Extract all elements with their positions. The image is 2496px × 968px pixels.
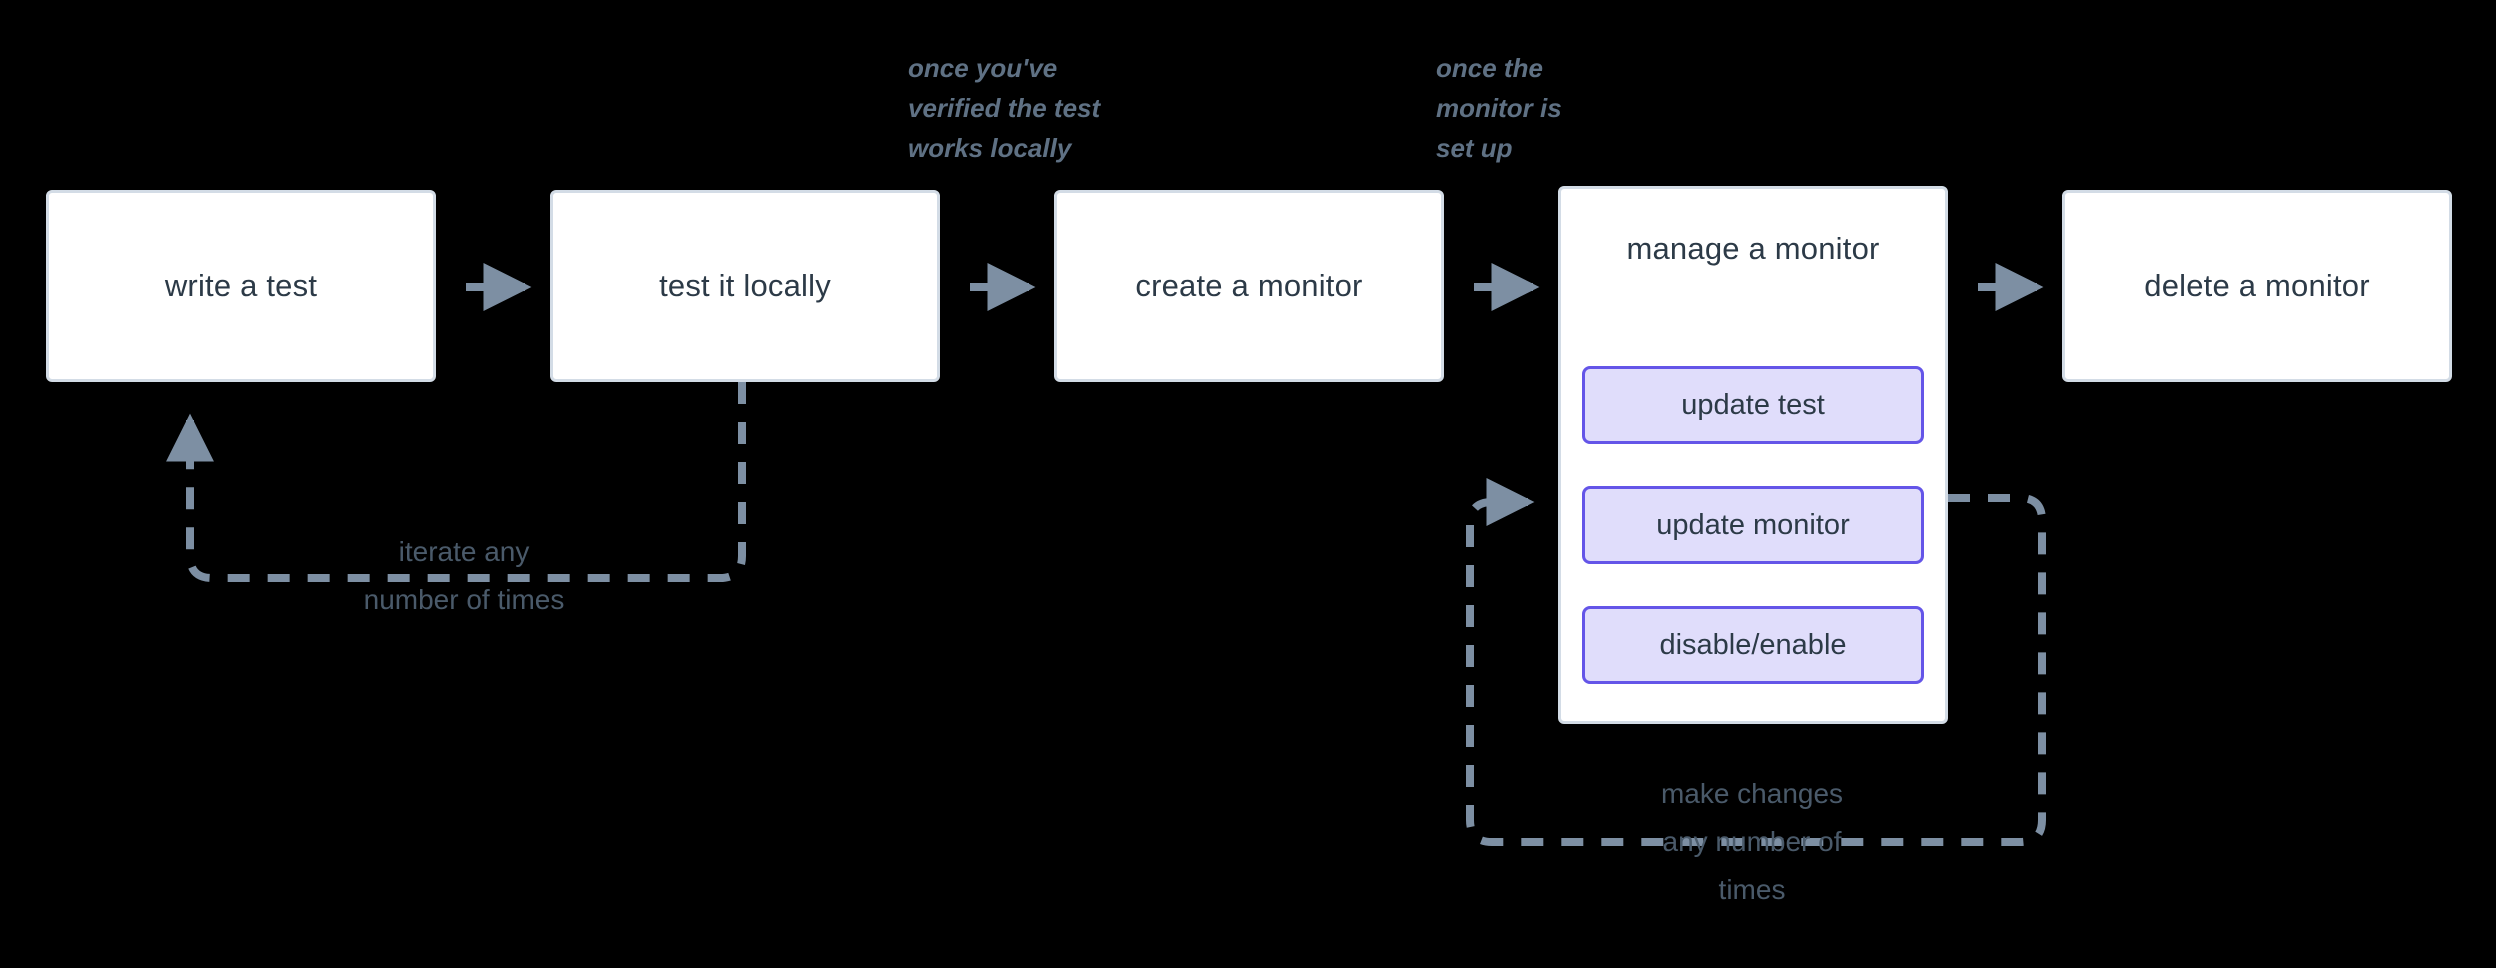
node-label-manage-a-monitor: manage a monitor [1626,231,1880,266]
node-create-a-monitor[interactable]: create a monitor [1054,190,1444,382]
node-label-create-a-monitor: create a monitor [1135,268,1363,303]
node-delete-a-monitor[interactable]: delete a monitor [2062,190,2452,382]
edge-note-verified-locally: once you've verified the test works loca… [908,53,1101,163]
node-label-test-it-locally: test it locally [659,268,831,303]
node-write-a-test[interactable]: write a test [46,190,436,382]
subnode-label-update-test: update test [1681,388,1825,421]
node-label-write-a-test: write a test [164,268,318,303]
subnode-disable-enable[interactable]: disable/enable [1582,606,1924,684]
subnode-label-update-monitor: update monitor [1656,508,1850,541]
subnode-label-disable-enable: disable/enable [1659,628,1847,661]
loop-label-iterate: iterate any number of times [363,536,565,615]
node-test-it-locally[interactable]: test it locally [550,190,940,382]
edge-note-monitor-set-up: once the monitor is set up [1436,53,1562,163]
subnode-update-monitor[interactable]: update monitor [1582,486,1924,564]
node-label-delete-a-monitor: delete a monitor [2144,268,2370,303]
loop-label-make-changes: make changes any number of times [1660,778,1844,905]
subnode-update-test[interactable]: update test [1582,366,1924,444]
